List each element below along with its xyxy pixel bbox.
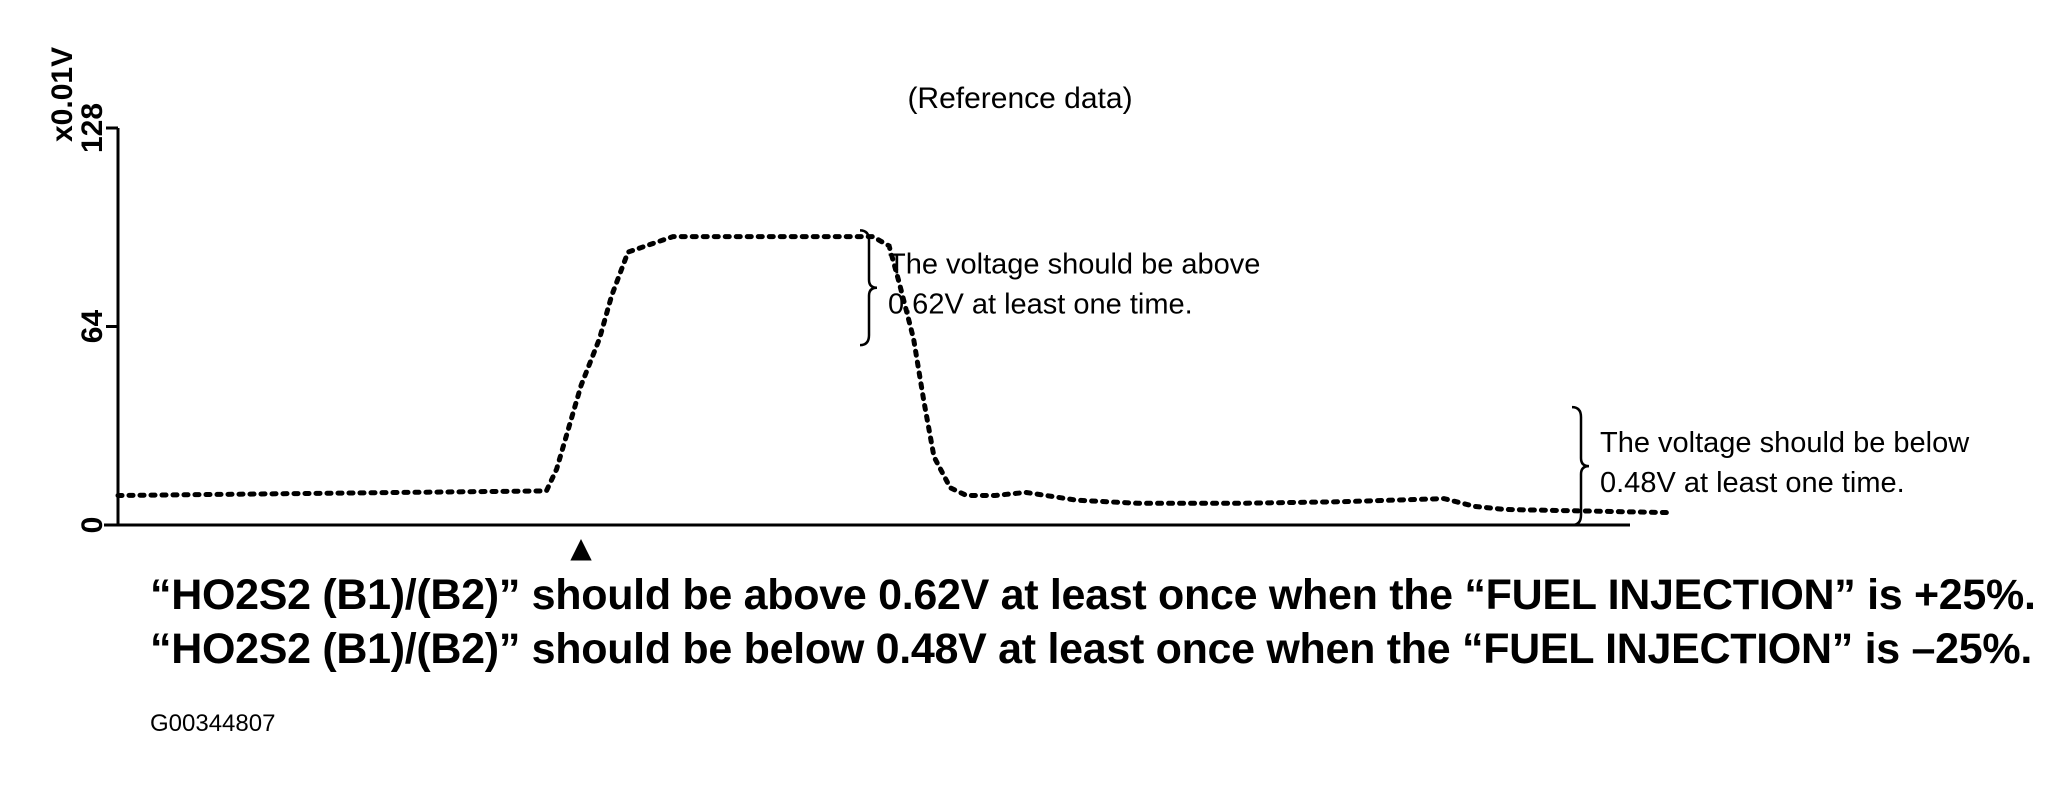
y-tick-label-64: 64 [76, 310, 109, 344]
caption-line-1: “HO2S2 (B1)/(B2)” should be above 0.62V … [150, 571, 2036, 619]
annotation-text-below-0: The voltage should be below [1600, 427, 1970, 459]
y-tick-label-0: 0 [76, 517, 109, 534]
series-line-0 [115, 234, 1671, 516]
start-marker-triangle: ▲ [570, 531, 592, 564]
annotation-text-above-1: 0.62V at least one time. [888, 289, 1193, 321]
figure-id: G00344807 [150, 710, 276, 737]
annotation-brace-below [1571, 405, 1590, 527]
annotation-text-above-0: The voltage should be above [888, 249, 1260, 281]
caption-line-2: “HO2S2 (B1)/(B2)” should be below 0.48V … [150, 625, 2032, 673]
y-axis-label: x0.01V [46, 47, 79, 142]
chart-title: (Reference data) [907, 82, 1132, 115]
annotation-text-below-1: 0.48V at least one time. [1600, 467, 1905, 499]
y-tick-label-128: 128 [76, 103, 109, 153]
annotation-brace-above [859, 229, 878, 347]
